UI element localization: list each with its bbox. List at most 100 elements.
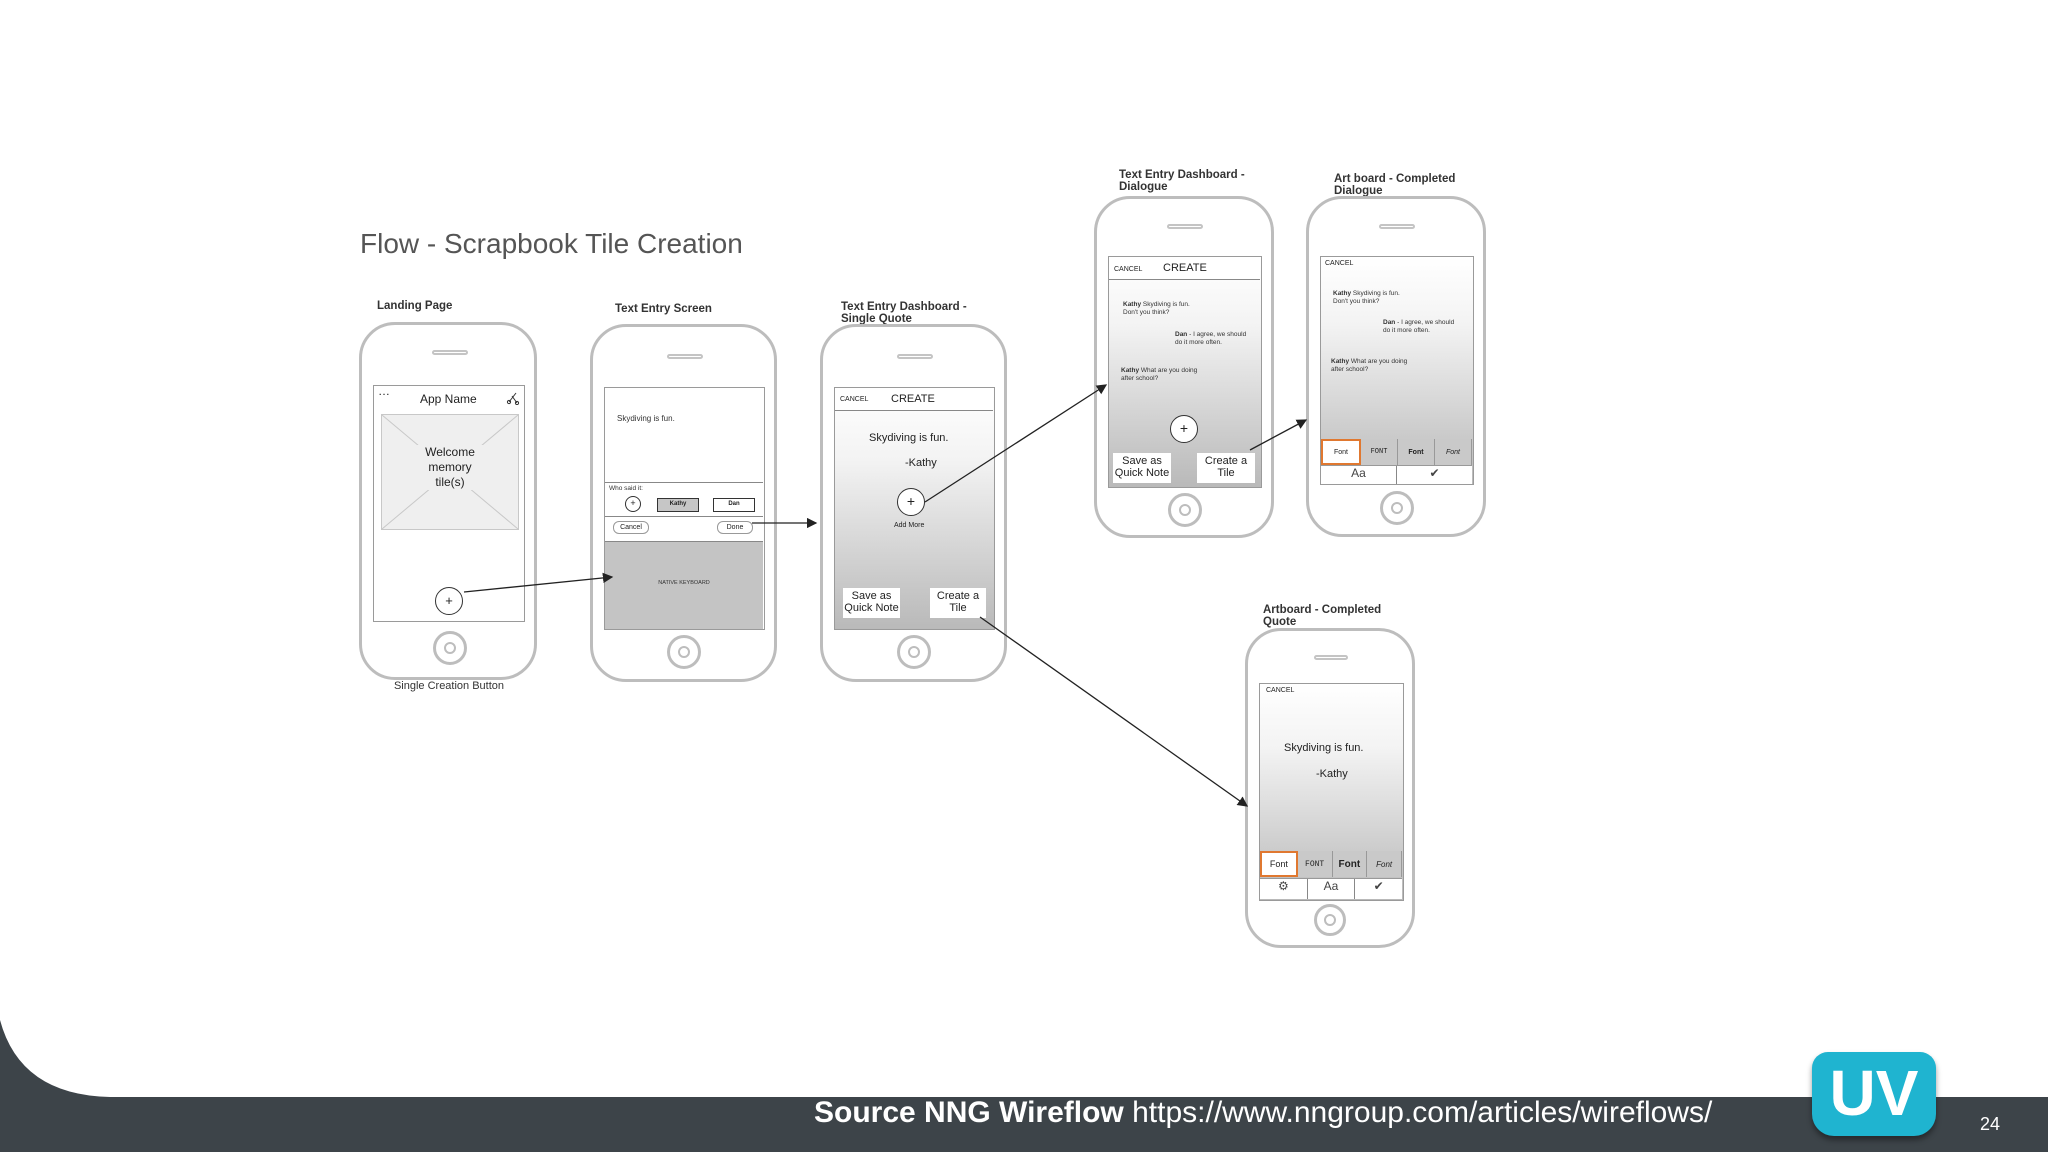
- who-said-panel: Who said it: + Kathy Dan Cancel Done: [605, 482, 763, 541]
- create-tile-button[interactable]: Create a Tile: [930, 588, 986, 618]
- artboard-toolbar: Aa ✔: [1321, 465, 1472, 484]
- save-line2: Quick Note: [844, 602, 899, 614]
- save-quick-note-button[interactable]: Save as Quick Note: [1113, 453, 1171, 483]
- font-option-3[interactable]: Font: [1332, 851, 1368, 877]
- line2-text: - I agree, we should do it more often.: [1175, 331, 1247, 346]
- entered-text: Skydiving is fun.: [617, 414, 675, 423]
- dialogue-line-1: Kathy Skydiving is fun. Don't you think?: [1333, 290, 1413, 306]
- keyboard-label: NATIVE KEYBOARD: [658, 580, 710, 586]
- font-option-4[interactable]: Font: [1367, 851, 1402, 877]
- create-plus-button[interactable]: +: [435, 587, 463, 615]
- artboard-quote-screen: CANCEL Skydiving is fun. -Kathy Font FON…: [1259, 683, 1404, 901]
- speaker: [432, 350, 468, 355]
- check-icon[interactable]: ✔: [1373, 879, 1384, 893]
- save-line1: Save as: [1122, 455, 1162, 467]
- app-name: App Name: [420, 392, 477, 406]
- landing-caption: Single Creation Button: [393, 680, 505, 692]
- text-entry-label: Text Entry Screen: [615, 303, 712, 315]
- create-heading: CREATE: [891, 393, 935, 405]
- font-option-1[interactable]: Font: [1321, 439, 1361, 465]
- placeholder-image: Welcome memory tile(s): [381, 414, 519, 530]
- cancel-link[interactable]: CANCEL: [1114, 266, 1143, 273]
- artboard-quote-label: Artboard - Completed Quote: [1263, 604, 1382, 628]
- landing-label: Landing Page: [377, 300, 453, 312]
- add-more-button[interactable]: +: [897, 488, 925, 516]
- line3-text: What are you doing after school?: [1121, 367, 1198, 382]
- single-quote-phone: CANCEL CREATE Skydiving is fun. -Kathy +…: [820, 324, 1007, 682]
- artboard-dialogue-phone: CANCEL Kathy Skydiving is fun. Don't you…: [1306, 196, 1486, 537]
- source-url[interactable]: https://www.nngroup.com/articles/wireflo…: [1132, 1096, 1713, 1129]
- speaker: [667, 354, 703, 359]
- text-entry-phone: Skydiving is fun. Who said it: + Kathy D…: [590, 324, 777, 682]
- line3-name: Kathy: [1331, 358, 1350, 365]
- arrow-add-more-to-dialogue: [924, 384, 1108, 503]
- speaker-chip-dan[interactable]: Dan: [713, 498, 755, 512]
- single-quote-label: Text Entry Dashboard - Single Quote: [841, 301, 967, 325]
- font-option-3[interactable]: Font: [1398, 439, 1435, 465]
- font-option-4[interactable]: Font: [1435, 439, 1472, 465]
- dialogue-phone: CANCEL CREATE Kathy Skydiving is fun. Do…: [1094, 196, 1274, 538]
- line2-name: Dan: [1175, 331, 1188, 338]
- font-picker: Font FONT Font Font: [1260, 851, 1402, 877]
- dialogue-screen: CANCEL CREATE Kathy Skydiving is fun. Do…: [1108, 256, 1262, 488]
- create-line1: Create a: [936, 590, 980, 602]
- line1-text: Skydiving is fun. Don't you think?: [1123, 301, 1190, 316]
- line2-name: Dan: [1383, 319, 1396, 326]
- dialogue-line-3: Kathy What are you doing after school?: [1331, 358, 1411, 374]
- native-keyboard: NATIVE KEYBOARD: [605, 541, 763, 629]
- font-option-1[interactable]: Font: [1260, 851, 1298, 877]
- speaker: [1314, 655, 1348, 660]
- line3-name: Kathy: [1121, 367, 1140, 374]
- save-quick-note-button[interactable]: Save as Quick Note: [843, 588, 900, 618]
- font-option-2[interactable]: FONT: [1361, 439, 1398, 465]
- share-icon[interactable]: [506, 391, 520, 410]
- font-option-2[interactable]: FONT: [1297, 851, 1333, 877]
- quote-text: Skydiving is fun.: [869, 432, 949, 444]
- home-button: [897, 635, 931, 669]
- speaker-chip-kathy[interactable]: Kathy: [657, 498, 699, 512]
- artboard-dialogue-screen: CANCEL Kathy Skydiving is fun. Don't you…: [1320, 256, 1474, 485]
- quote-author: -Kathy: [905, 457, 937, 469]
- line2-text: - I agree, we should do it more often.: [1383, 319, 1455, 334]
- slide-title: Flow - Scrapbook Tile Creation: [360, 228, 743, 259]
- landing-phone: … App Name Welcome memory tile(s) +: [359, 322, 537, 680]
- cancel-link[interactable]: CANCEL: [1266, 687, 1295, 694]
- check-icon[interactable]: ✔: [1429, 466, 1440, 480]
- create-heading: CREATE: [1163, 262, 1207, 274]
- home-button: [667, 635, 701, 669]
- text-entry-screen: Skydiving is fun. Who said it: + Kathy D…: [604, 387, 765, 630]
- add-speaker-button[interactable]: +: [625, 496, 641, 512]
- dialogue-line-2: Dan - I agree, we should do it more ofte…: [1383, 319, 1461, 335]
- arrow-create-tile-to-artboard-quote: [979, 616, 1249, 807]
- settings-icon[interactable]: ⚙: [1260, 879, 1308, 899]
- page-number: 24: [1980, 1114, 2001, 1134]
- text-size-button[interactable]: Aa: [1308, 879, 1356, 899]
- line1-text: Skydiving is fun. Don't you think?: [1333, 290, 1400, 305]
- line1-name: Kathy: [1123, 301, 1142, 308]
- save-line2: Quick Note: [1114, 467, 1170, 479]
- placeholder-text: Welcome memory tile(s): [417, 445, 483, 490]
- cancel-link[interactable]: CANCEL: [840, 396, 869, 403]
- speaker: [1167, 224, 1203, 229]
- text-size-button[interactable]: Aa: [1321, 466, 1397, 484]
- dialogue-line-3: Kathy What are you doing after school?: [1121, 367, 1201, 383]
- save-line1: Save as: [851, 590, 892, 602]
- arrow-create-tile-to-artboard-dialogue: [1249, 419, 1308, 451]
- source-credit: Source NNG Wireflow https://www.nngroup.…: [814, 1096, 1712, 1130]
- quote-text: Skydiving is fun.: [1284, 742, 1364, 754]
- font-picker: Font FONT Font Font: [1321, 439, 1472, 465]
- done-button[interactable]: Done: [717, 521, 753, 534]
- create-line1: Create a: [1204, 455, 1248, 467]
- add-more-button[interactable]: +: [1170, 415, 1198, 443]
- logo-text: UV: [1829, 1057, 1919, 1129]
- cancel-link[interactable]: CANCEL: [1325, 260, 1354, 267]
- home-button: [433, 631, 467, 665]
- artboard-quote-phone: CANCEL Skydiving is fun. -Kathy Font FON…: [1245, 628, 1415, 948]
- menu-icon[interactable]: …: [378, 385, 390, 398]
- home-button: [1380, 491, 1414, 525]
- dialogue-label: Text Entry Dashboard - Dialogue: [1119, 169, 1245, 193]
- cancel-button[interactable]: Cancel: [613, 521, 649, 534]
- single-quote-screen: CANCEL CREATE Skydiving is fun. -Kathy +…: [834, 387, 995, 630]
- create-tile-button[interactable]: Create a Tile: [1197, 453, 1255, 483]
